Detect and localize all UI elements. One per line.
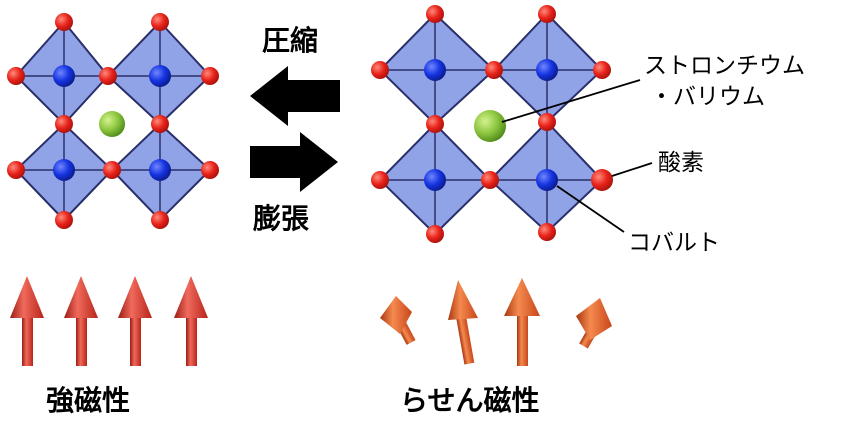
spin-arrow-up-2 xyxy=(64,276,98,366)
helical-spins xyxy=(380,278,612,366)
leader-sr-ba xyxy=(501,79,641,123)
left-lattice xyxy=(7,13,219,229)
left-cobalt-atoms xyxy=(53,65,171,181)
helix-spin-3 xyxy=(504,278,540,366)
left-sr-ba-atom xyxy=(99,111,125,137)
right-lattice xyxy=(371,5,613,243)
oxygen-label: 酸素 xyxy=(658,150,704,176)
expand-arrow xyxy=(250,132,338,192)
right-cobalt-atoms xyxy=(424,59,558,191)
sr-ba-label-line1: ストロンチウム xyxy=(644,53,805,79)
left-oxygen-atoms xyxy=(7,13,219,229)
ferromagnetism-label: 強磁性 xyxy=(46,384,130,417)
helix-spin-2 xyxy=(448,280,478,365)
helix-spin-1 xyxy=(380,296,416,345)
right-oxygen-atoms xyxy=(371,5,613,243)
spin-arrow-up-4 xyxy=(174,276,208,366)
leader-lines xyxy=(501,79,653,233)
sr-ba-label-line2: ・バリウム xyxy=(650,84,765,110)
helix-spin-4 xyxy=(576,298,612,349)
compress-label: 圧縮 xyxy=(262,24,318,57)
helimagnetism-label: らせん磁性 xyxy=(400,384,539,417)
leader-oxygen xyxy=(611,162,653,177)
spin-arrow-up-3 xyxy=(118,276,152,366)
spin-arrow-up-1 xyxy=(10,276,44,366)
cobalt-label: コバルト xyxy=(628,230,720,256)
right-sr-ba-atom xyxy=(474,110,506,142)
expand-label: 膨張 xyxy=(252,202,309,235)
compress-arrow xyxy=(250,66,340,126)
ferromagnetic-spins xyxy=(10,276,208,366)
leader-cobalt xyxy=(556,185,625,233)
